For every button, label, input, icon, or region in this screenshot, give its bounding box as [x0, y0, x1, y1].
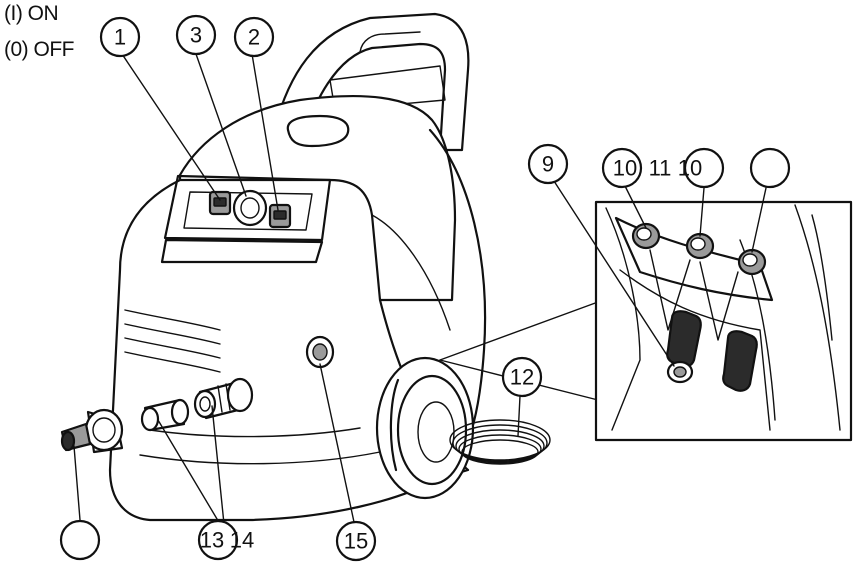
callout-blank-left-circle	[59, 519, 101, 561]
callout-2-circle	[233, 16, 275, 58]
legend-on: (I) ON	[4, 2, 59, 25]
callout-9-circle	[527, 143, 569, 185]
connectors	[60, 377, 254, 454]
callout-3-circle	[175, 14, 217, 56]
callout-10b-circle	[683, 147, 725, 189]
legend-off: (0) OFF	[4, 38, 75, 61]
callout-12: 12	[510, 365, 534, 390]
callout-12-circle	[501, 356, 543, 398]
leader-lines	[73, 53, 767, 525]
callout-2: 2	[248, 25, 260, 50]
callout-10-circle	[601, 147, 643, 189]
callout-blank-right-circle	[749, 147, 791, 189]
callout-14: 14	[230, 528, 254, 553]
callout-13: 13	[200, 528, 224, 553]
inset-detail-panel	[594, 200, 853, 442]
callout-13-circle	[197, 519, 239, 561]
callout-10: 10	[613, 156, 637, 181]
callout-15: 15	[344, 529, 368, 554]
callout-15-circle	[335, 520, 377, 562]
callout-9: 9	[542, 152, 554, 177]
callout-10b: 10	[678, 156, 702, 181]
callout-3: 3	[190, 23, 202, 48]
callout-1: 1	[114, 25, 126, 50]
callout-1-circle	[99, 16, 141, 58]
wheel	[375, 356, 475, 500]
hose-coil	[449, 419, 551, 465]
callout-11: 11	[649, 156, 672, 181]
callouts: 1 3 2 9 10 11 10 12 13 14 15	[59, 14, 791, 562]
